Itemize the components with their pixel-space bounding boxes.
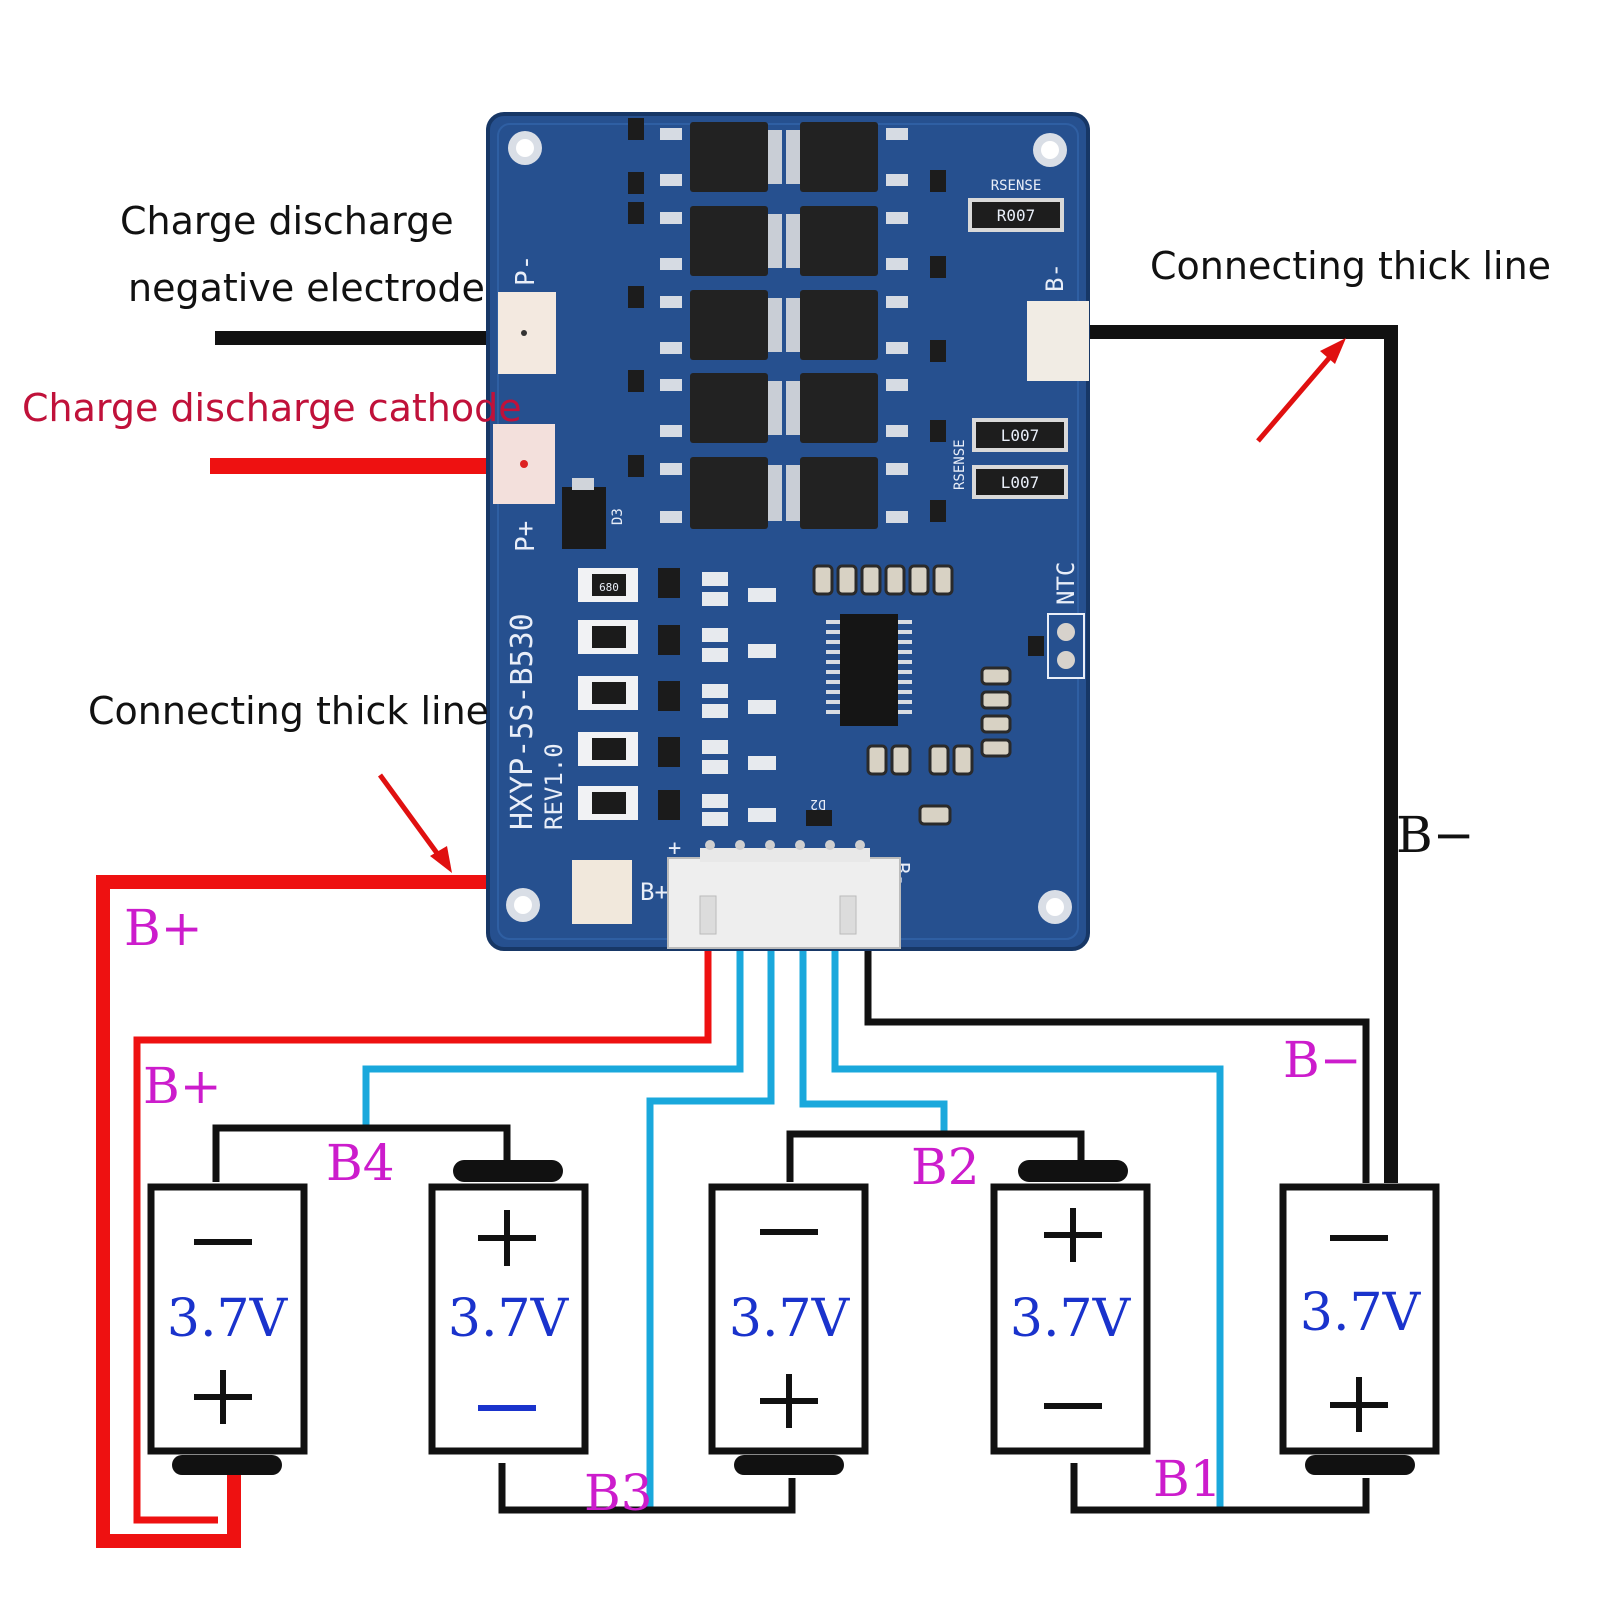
arrow-left-head-icon bbox=[430, 846, 452, 873]
r-value-label-3: L007 bbox=[1001, 473, 1040, 492]
b-plus-pad bbox=[572, 860, 632, 924]
b-plus-lower-label: B+ bbox=[143, 1057, 222, 1115]
bms-board: R007 RSENSE L007 L007 RSENSE P- P+ B- B+… bbox=[486, 112, 1090, 951]
battery-cell-2: 3.7V bbox=[428, 1160, 589, 1455]
b-minus-lower-label: B− bbox=[1283, 1031, 1362, 1089]
arrow-right-head-icon bbox=[1320, 338, 1346, 364]
charge-negative-label-line1: Charge discharge bbox=[120, 199, 454, 243]
balance-connector bbox=[667, 840, 901, 949]
b-minus-right-label: B− bbox=[1396, 806, 1475, 864]
cell-1-voltage: 3.7V bbox=[167, 1289, 289, 1349]
cell-3-voltage: 3.7V bbox=[729, 1289, 851, 1349]
b4-balance-wire bbox=[362, 948, 744, 1128]
battery-cell-4: 3.7V bbox=[990, 1160, 1151, 1455]
b1-balance-wire bbox=[831, 948, 1224, 1510]
connect-thick-right-label: Connecting thick line bbox=[1150, 244, 1551, 288]
b2-label: B2 bbox=[911, 1138, 980, 1196]
b-plus-thick-wire bbox=[96, 875, 490, 1548]
b1-label: B1 bbox=[1153, 1450, 1222, 1508]
small-resistors bbox=[702, 572, 776, 826]
d3-label: D3 bbox=[610, 508, 626, 525]
diode-d2 bbox=[806, 810, 832, 826]
wires bbox=[96, 325, 1398, 1548]
arrow-left-icon bbox=[377, 773, 445, 862]
link-cell3-cell4-top bbox=[786, 1130, 1085, 1182]
transistors bbox=[658, 568, 680, 820]
model-label: HXYP-5S-B530 bbox=[505, 613, 540, 830]
b-minus-balance-wire bbox=[864, 948, 1370, 1183]
battery-cell-5: 3.7V bbox=[1279, 1183, 1440, 1475]
protection-ic bbox=[826, 614, 912, 726]
r-value-label-2: L007 bbox=[1001, 426, 1040, 445]
battery-cell-3: 3.7V bbox=[708, 1183, 869, 1475]
cell-4-voltage: 3.7V bbox=[1010, 1289, 1132, 1349]
r-value-label: R007 bbox=[997, 206, 1036, 225]
b-minus-silk: B- bbox=[1041, 263, 1069, 292]
b4-label: B4 bbox=[326, 1134, 395, 1192]
mosfet-array bbox=[628, 118, 946, 529]
charge-negative-label-line2: negative electrode bbox=[128, 266, 485, 310]
sense-resistors: R007 RSENSE L007 L007 RSENSE bbox=[952, 178, 1068, 499]
p-plus-silk: P+ bbox=[511, 521, 541, 552]
connect-thick-left-label: Connecting thick line bbox=[88, 689, 489, 733]
balance-resistors: 680 bbox=[578, 568, 638, 820]
b-minus-pad bbox=[1027, 301, 1089, 381]
link-cell2-cell3-bottom bbox=[498, 1463, 796, 1514]
capacitors bbox=[812, 564, 1012, 826]
b-plus-silk: B+ bbox=[640, 878, 669, 906]
charge-cathode-label: Charge discharge cathode bbox=[22, 386, 522, 430]
d2-label: D2 bbox=[810, 796, 826, 811]
link-cell1-cell2-top bbox=[212, 1124, 511, 1182]
ntc-label: NTC bbox=[1052, 562, 1080, 605]
diode-d3 bbox=[562, 487, 606, 549]
b3-label: B3 bbox=[584, 1464, 653, 1522]
resistor-680-label: 680 bbox=[599, 581, 619, 594]
mounting-holes bbox=[506, 131, 1072, 924]
cell-5-voltage: 3.7V bbox=[1300, 1283, 1422, 1343]
arrow-right-icon bbox=[1256, 348, 1338, 443]
b-minus-thick-wire bbox=[1090, 325, 1398, 1183]
rsense-label: RSENSE bbox=[991, 178, 1042, 194]
battery-cell-1: 3.7V bbox=[147, 1183, 308, 1475]
b2-balance-wire bbox=[799, 948, 948, 1134]
b-plus-top-label: B+ bbox=[124, 899, 203, 957]
b-plus-balance-wire bbox=[133, 948, 712, 1524]
annotation-labels: Charge discharge negative electrode Char… bbox=[22, 199, 1551, 1522]
rsense-side-label: RSENSE bbox=[952, 439, 968, 490]
p-minus-silk: P- bbox=[511, 255, 541, 286]
battery-cells: 3.7V 3.7V 3.7V 3.7V bbox=[147, 1160, 1440, 1475]
rev-label: REV1.0 bbox=[540, 743, 568, 830]
b3-balance-wire bbox=[646, 948, 775, 1510]
ntc-header: NTC bbox=[1028, 562, 1085, 679]
link-cell4-cell5-bottom bbox=[1070, 1463, 1370, 1514]
cell-2-voltage: 3.7V bbox=[448, 1289, 570, 1349]
conn-plus-silk: + bbox=[668, 836, 681, 861]
annotation-arrows bbox=[377, 338, 1346, 873]
